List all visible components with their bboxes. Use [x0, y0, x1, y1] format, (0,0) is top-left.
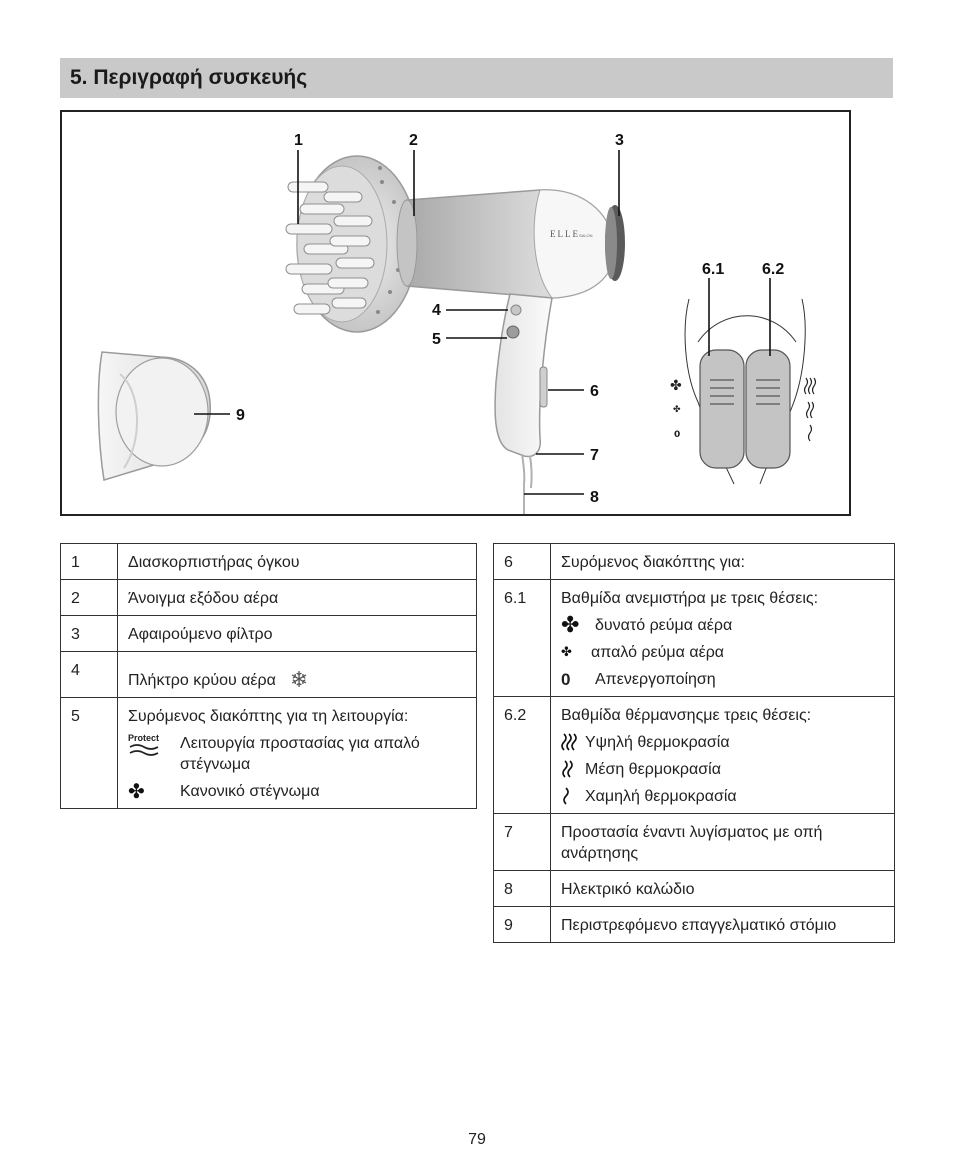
table-row: 3 Αφαιρούμενο φίλτρο — [60, 615, 477, 652]
list-item: Μέση θερμοκρασία — [561, 759, 884, 780]
callout-4: 4 — [432, 302, 441, 319]
heat-low-icon — [561, 786, 585, 806]
brand-small: SALON — [579, 233, 593, 238]
callout-6-1: 6.1 — [702, 261, 724, 278]
table-row: 6 Συρόμενος διακόπτης για: — [493, 543, 895, 580]
svg-text:✤: ✤ — [673, 405, 681, 415]
row-description: Άνοιγμα εξόδου αέρα — [117, 579, 477, 616]
list-item-text: Χαμηλή θερμοκρασία — [585, 788, 737, 805]
table-row: 1 Διασκορπιστήρας όγκου — [60, 543, 477, 580]
list-item: ✤ Κανονικό στέγνωμα — [128, 781, 466, 802]
callout-6: 6 — [590, 383, 599, 400]
dryer-body-drawing: ELLE SALON — [396, 189, 625, 299]
row-number: 9 — [493, 906, 551, 943]
table-row: 6.2 Βαθμίδα θέρμανσηςμε τρεις θέσεις: Υψ… — [493, 696, 895, 814]
table-row: 6.1 Βαθμίδα ανεμιστήρα με τρεις θέσεις: … — [493, 579, 895, 697]
list-item: 0 Απενεργοποίηση — [561, 669, 884, 690]
svg-text:0: 0 — [674, 430, 680, 440]
brand-mark: ELLE — [550, 229, 580, 239]
fan-small-icon: ✤ — [561, 645, 572, 660]
list-item: ✤ απαλό ρεύμα αέρα — [561, 642, 884, 663]
zero-icon: 0 — [561, 670, 571, 689]
table-row: 5 Συρόμενος διακόπτης για τη λειτουργία:… — [60, 697, 477, 809]
row-number: 6.2 — [493, 696, 551, 814]
callout-9: 9 — [236, 407, 245, 424]
callout-7: 7 — [590, 447, 599, 464]
callout-lines — [194, 150, 771, 495]
protect-wave-icon: Protect — [128, 733, 180, 757]
section-title: 5. Περιγραφή συσκευής — [70, 66, 308, 89]
parts-table-right: 6 Συρόμενος διακόπτης για: 6.1 Βαθμίδα α… — [493, 543, 895, 943]
section-heading: 5. Περιγραφή συσκευής — [60, 58, 893, 98]
row-description: Βαθμίδα ανεμιστήρα με τρεις θέσεις: — [561, 590, 819, 607]
row-description: Συρόμενος διακόπτης για τη λειτουργία: — [128, 708, 409, 725]
switch-detail-drawing: ✤ ✤ 0 — [670, 298, 817, 485]
row-description: Συρόμενος διακόπτης για: — [550, 543, 895, 580]
table-row: 9 Περιστρεφόμενο επαγγελματικό στόμιο — [493, 906, 895, 943]
nozzle-drawing — [97, 351, 211, 481]
snowflake-icon: ❄ — [289, 667, 309, 693]
callout-2: 2 — [409, 132, 418, 149]
row-description: Προστασία έναντι λυγίσματος με οπή ανάρτ… — [550, 813, 895, 871]
callout-1: 1 — [294, 132, 303, 149]
table-row: 4 Πλήκτρο κρύου αέρα ❄ — [60, 651, 477, 698]
row-number: 3 — [60, 615, 118, 652]
row-number: 8 — [493, 870, 551, 907]
row-number: 7 — [493, 813, 551, 871]
list-item: Protect Λειτουργία προστασίας για απαλό … — [128, 733, 466, 775]
protect-icon-label: Protect — [128, 733, 160, 743]
table-row: 7 Προστασία έναντι λυγίσματος με οπή ανά… — [493, 813, 895, 871]
svg-text:✤: ✤ — [670, 378, 682, 394]
dryer-handle-drawing — [494, 293, 553, 514]
row-description-cell: Πλήκτρο κρύου αέρα ❄ — [117, 651, 477, 698]
callout-8: 8 — [590, 489, 599, 506]
row-description: Ηλεκτρικό καλώδιο — [550, 870, 895, 907]
hair-dryer-drawing: ELLE SALON ✤ — [97, 132, 817, 514]
fan-large-icon: ✤ — [561, 613, 580, 638]
row-number: 6.1 — [493, 579, 551, 697]
table-row: 2 Άνοιγμα εξόδου αέρα — [60, 579, 477, 616]
list-item-text: Λειτουργία προστασίας για απαλό στέγνωμα — [180, 735, 420, 773]
table-row: 8 Ηλεκτρικό καλώδιο — [493, 870, 895, 907]
list-item: Υψηλή θερμοκρασία — [561, 732, 884, 753]
list-item-text: Απενεργοποίηση — [595, 671, 716, 688]
callout-3: 3 — [615, 132, 624, 149]
list-item-text: Υψηλή θερμοκρασία — [585, 734, 730, 751]
list-item: ✤ δυνατό ρεύμα αέρα — [561, 613, 884, 638]
row-description: Πλήκτρο κρύου αέρα — [128, 672, 276, 689]
row-number: 1 — [60, 543, 118, 580]
page-number: 79 — [468, 1131, 486, 1148]
row-description-cell: Συρόμενος διακόπτης για τη λειτουργία: P… — [117, 697, 477, 809]
heat-high-icon — [561, 732, 585, 752]
row-description-cell: Βαθμίδα θέρμανσηςμε τρεις θέσεις: Υψηλή … — [550, 696, 895, 814]
row-number: 2 — [60, 579, 118, 616]
list-item-text: απαλό ρεύμα αέρα — [591, 644, 725, 661]
list-item: Χαμηλή θερμοκρασία — [561, 786, 884, 807]
device-illustration: ELLE SALON ✤ — [60, 110, 851, 516]
row-number: 6 — [493, 543, 551, 580]
list-item-text: δυνατό ρεύμα αέρα — [595, 617, 733, 634]
row-description: Διασκορπιστήρας όγκου — [117, 543, 477, 580]
row-number: 5 — [60, 697, 118, 809]
callout-5: 5 — [432, 331, 441, 348]
row-description: Αφαιρούμενο φίλτρο — [117, 615, 477, 652]
heat-medium-icon — [561, 759, 585, 779]
row-description: Περιστρεφόμενο επαγγελματικό στόμιο — [550, 906, 895, 943]
parts-table-left: 1 Διασκορπιστήρας όγκου 2 Άνοιγμα εξόδου… — [60, 543, 477, 809]
row-description: Βαθμίδα θέρμανσηςμε τρεις θέσεις: — [561, 707, 812, 724]
wave-glyph — [129, 744, 159, 756]
diffuser-drawing — [285, 155, 418, 333]
list-item-text: Κανονικό στέγνωμα — [180, 783, 320, 800]
callout-6-2: 6.2 — [762, 261, 784, 278]
row-description-cell: Βαθμίδα ανεμιστήρα με τρεις θέσεις: ✤ δυ… — [550, 579, 895, 697]
row-number: 4 — [60, 651, 118, 698]
list-item-text: Μέση θερμοκρασία — [585, 761, 721, 778]
fan-icon: ✤ — [128, 779, 145, 803]
